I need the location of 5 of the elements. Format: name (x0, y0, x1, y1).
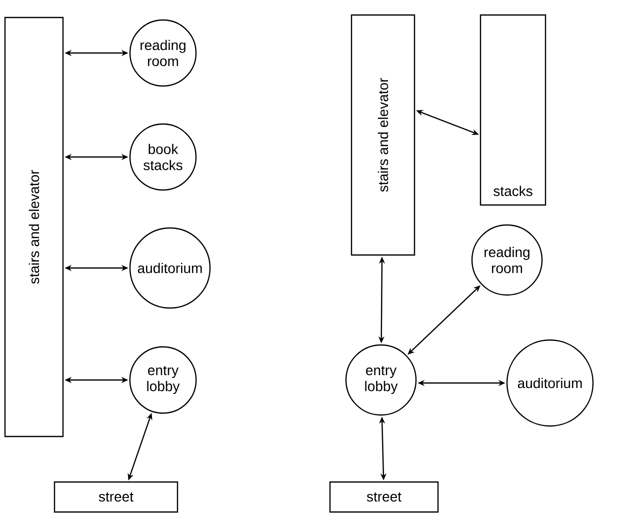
stacks-box: stacks (480, 14, 546, 206)
street-box: street (329, 481, 439, 513)
stairs-box: stairs and elevator (4, 16, 64, 438)
stairs-box: stairs and elevator (350, 14, 416, 256)
street-box: street (54, 481, 178, 513)
